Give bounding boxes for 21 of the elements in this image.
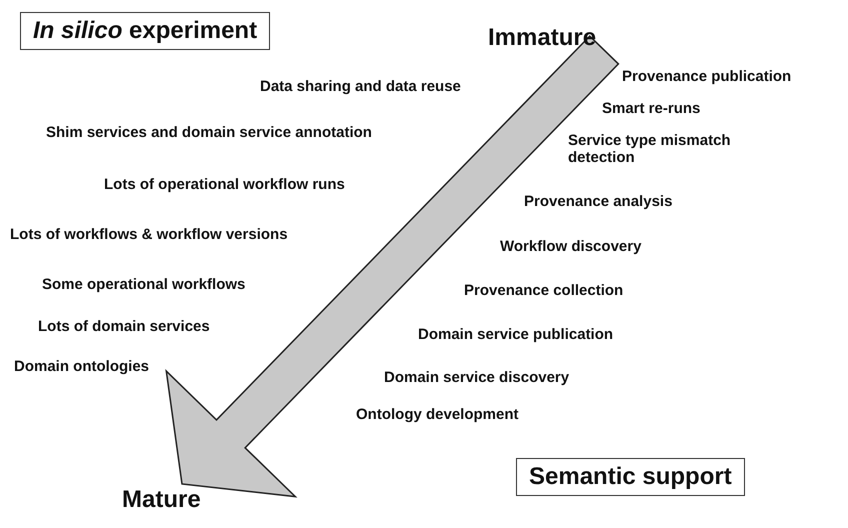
- stage-label: Service type mismatch detection: [568, 132, 732, 166]
- title-box: In silico experiment: [20, 12, 270, 50]
- arrow: [165, 35, 620, 498]
- end-label: Immature: [488, 24, 596, 52]
- stage-label: Ontology development: [356, 406, 519, 423]
- stage-label: Some operational workflows: [42, 276, 246, 293]
- stage-label: Lots of workflows & workflow versions: [10, 226, 288, 243]
- stage-label: Smart re-runs: [602, 100, 700, 117]
- end-label: Mature: [122, 486, 201, 514]
- stage-label: Domain service discovery: [384, 369, 570, 386]
- stage-label: Domain service publication: [418, 326, 614, 343]
- stage-label: Shim services and domain service annotation: [46, 124, 372, 141]
- stage-label: Provenance publication: [622, 68, 792, 85]
- stage-label: Provenance collection: [464, 282, 624, 299]
- stage-label: Workflow discovery: [500, 238, 642, 255]
- stage-label: Lots of operational workflow runs: [104, 176, 345, 193]
- stage-label: Provenance analysis: [524, 193, 672, 210]
- title-box: Semantic support: [516, 458, 745, 496]
- stage-label: Domain ontologies: [14, 358, 149, 375]
- stage-label: Lots of domain services: [38, 318, 210, 335]
- stage-label: Data sharing and data reuse: [260, 78, 461, 95]
